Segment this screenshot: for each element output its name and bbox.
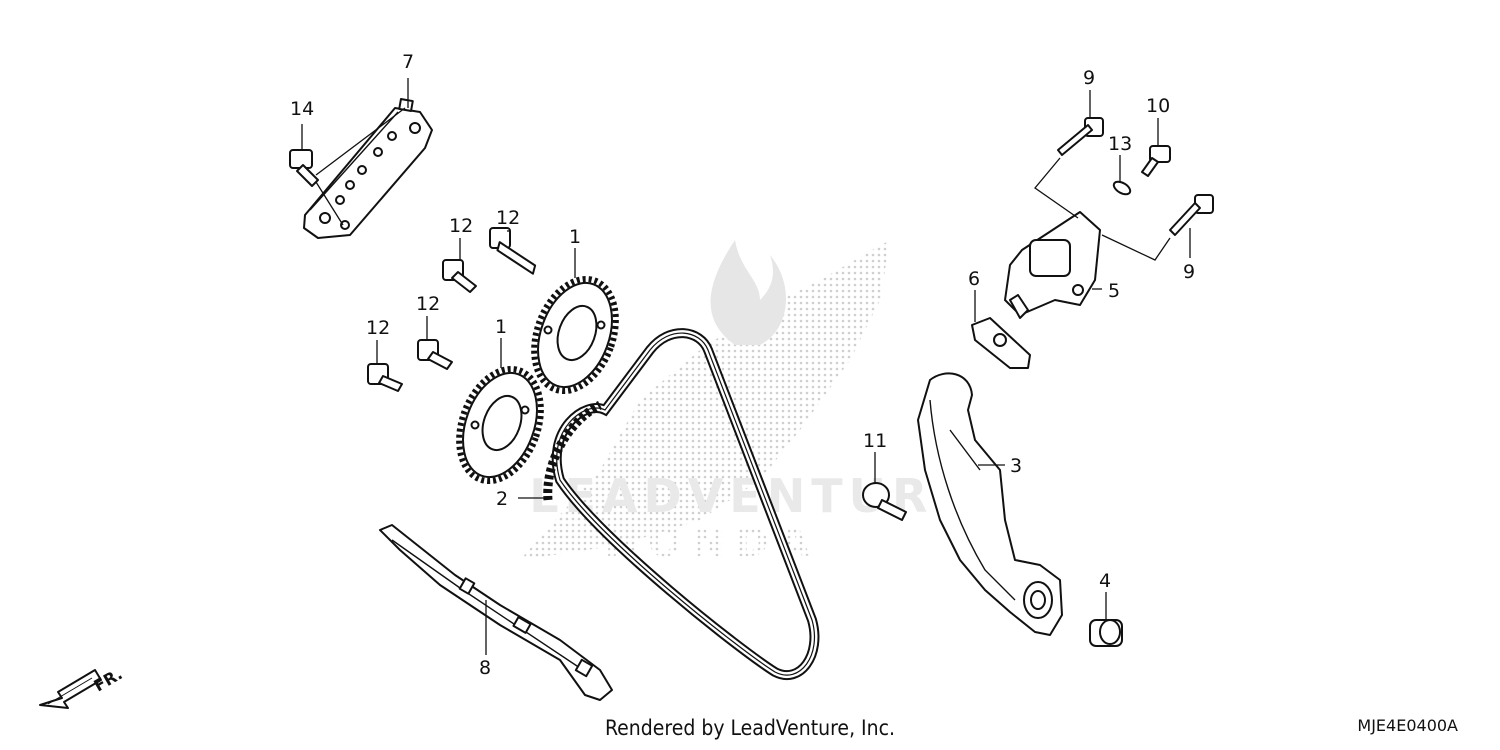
- part-1-cam-sprocket-lower[interactable]: [444, 358, 555, 493]
- callout-6: 6: [968, 268, 980, 290]
- part-9-bolt-upper[interactable]: [1057, 117, 1104, 156]
- front-direction-label: FR.: [91, 664, 126, 695]
- part-13-o-ring[interactable]: [1112, 179, 1133, 197]
- callout-9-b: 9: [1183, 261, 1195, 283]
- part-6-gasket[interactable]: [971, 317, 1031, 369]
- callout-12-b: 12: [496, 207, 520, 229]
- render-credit: Rendered by LeadVenture, Inc.: [605, 716, 895, 740]
- callout-8: 8: [479, 657, 491, 679]
- part-14-bolt[interactable]: [289, 149, 319, 187]
- part-12-bolt-c[interactable]: [417, 339, 453, 370]
- callout-12-c: 12: [416, 293, 440, 315]
- callout-10: 10: [1146, 95, 1170, 117]
- part-1-cam-sprocket-upper[interactable]: [519, 268, 630, 403]
- callout-3: 3: [1010, 455, 1022, 477]
- callout-13: 13: [1108, 133, 1132, 155]
- front-direction-arrow: FR.: [39, 664, 126, 709]
- watermark-flame-logo: [710, 240, 787, 345]
- callout-4: 4: [1099, 570, 1111, 592]
- part-10-bolt[interactable]: [1141, 145, 1171, 177]
- callout-5: 5: [1108, 280, 1120, 302]
- callout-12-a: 12: [449, 215, 473, 237]
- part-3-tensioner-arm[interactable]: [917, 372, 1063, 636]
- part-4-collar[interactable]: [1089, 619, 1123, 647]
- callout-11: 11: [863, 430, 887, 452]
- part-2-cam-chain[interactable]: [543, 328, 820, 681]
- callout-1-a: 1: [569, 226, 581, 248]
- part-12-bolt-d[interactable]: [367, 363, 403, 392]
- callout-14: 14: [290, 98, 314, 120]
- part-5-tensioner-lifter[interactable]: [1004, 211, 1101, 319]
- callout-7: 7: [402, 51, 414, 73]
- diagram-code: MJE4E0400A: [1357, 716, 1458, 735]
- part-8-chain-guide[interactable]: [379, 524, 613, 701]
- callout-2: 2: [496, 488, 508, 510]
- callout-12-d: 12: [366, 317, 390, 339]
- part-11-bolt[interactable]: [862, 482, 907, 521]
- part-9-bolt-lower[interactable]: [1169, 194, 1214, 236]
- callout-9-a: 9: [1083, 67, 1095, 89]
- callout-1-b: 1: [495, 316, 507, 338]
- watermark-wing-logo: [520, 240, 890, 560]
- part-7-guide-plate[interactable]: [303, 98, 433, 239]
- part-12-bolt-a[interactable]: [442, 259, 477, 293]
- part-12-bolt-b[interactable]: [489, 227, 538, 283]
